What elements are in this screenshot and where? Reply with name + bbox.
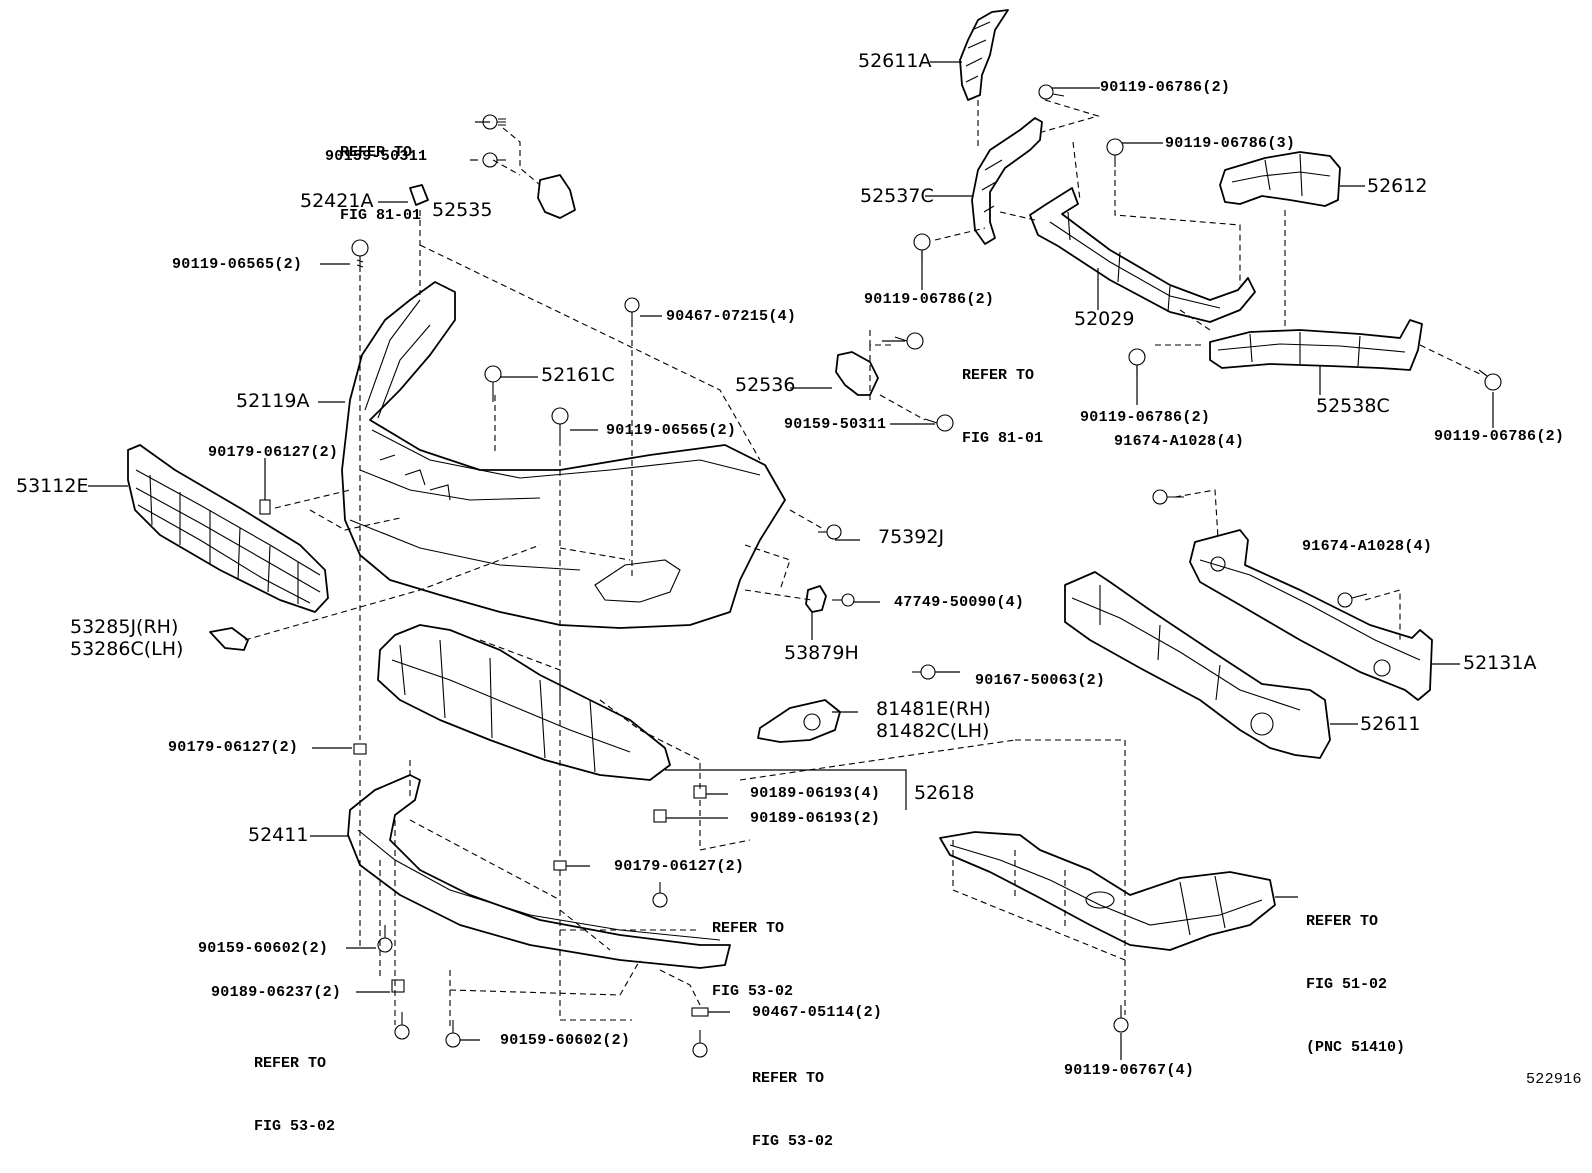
label-90119-06786-2-b: 90119-06786(2) <box>864 291 995 308</box>
label-53112E: 53112E <box>16 475 89 497</box>
part-52029-shape <box>1029 187 1256 323</box>
part-53879H-shape <box>805 585 827 613</box>
label-90119-06565-2-b: 90119-06565(2) <box>606 422 737 439</box>
part-52538C-shape <box>1209 319 1423 371</box>
assembly-lines <box>244 99 1483 1030</box>
label-52421A: 52421A <box>300 190 374 212</box>
refer-line-2: FIG 53-02 <box>254 1118 336 1135</box>
label-90119-06786-2-a: 90119-06786(2) <box>1100 79 1231 96</box>
part-52537C-shape <box>971 117 1043 245</box>
label-52029: 52029 <box>1074 308 1135 330</box>
label-90119-06786-3: 90119-06786(3) <box>1165 135 1296 152</box>
label-90189-06237-2: 90189-06237(2) <box>211 984 342 1001</box>
part-53112E-shape <box>127 444 329 613</box>
part-52618-shape <box>377 624 671 781</box>
label-52535: 52535 <box>432 199 493 221</box>
label-90119-06786-2-d: 90119-06786(2) <box>1434 428 1565 445</box>
diagram-id: 522916 <box>1526 1071 1582 1088</box>
label-90119-06786-2-c: 90119-06786(2) <box>1080 409 1211 426</box>
label-90119-06565-2-a: 90119-06565(2) <box>172 256 303 273</box>
label-90189-06193-4: 90189-06193(4) <box>750 785 881 802</box>
label-53285J-rh: 53285J(RH) <box>70 616 179 638</box>
part-52421A-shape <box>409 184 429 206</box>
refer-line-1: REFER TO <box>752 1070 825 1087</box>
label-90159-60602-2-a: 90159-60602(2) <box>198 940 329 957</box>
refer-note-fig-53-02-a[interactable]: REFER TO FIG 53-02 <box>712 876 793 1023</box>
refer-line-2: FIG 53-02 <box>752 1133 834 1150</box>
label-91674-A1028-4-b: 91674-A1028(4) <box>1302 538 1433 555</box>
refer-line-3: (PNC 51410) <box>1306 1039 1406 1056</box>
label-52618: 52618 <box>914 782 975 804</box>
label-90467-07215-4: 90467-07215(4) <box>666 308 797 325</box>
refer-line-2: FIG 81-01 <box>340 207 422 224</box>
refer-line-1: REFER TO <box>712 920 785 937</box>
refer-note-fig-53-02-b[interactable]: REFER TO FIG 53-02 <box>254 1011 335 1158</box>
part-52612-shape <box>1219 151 1341 207</box>
label-52611: 52611 <box>1360 713 1421 735</box>
part-51410-undercover-shape <box>939 831 1276 951</box>
label-90159-60602-2-b: 90159-60602(2) <box>500 1032 631 1049</box>
parts-diagram <box>88 9 1502 1060</box>
label-75392J: 75392J <box>878 526 945 548</box>
refer-line-2: FIG 81-01 <box>962 430 1044 447</box>
label-52131A: 52131A <box>1463 652 1537 674</box>
refer-line-1: REFER TO <box>1306 913 1379 930</box>
label-81481E-rh: 81481E(RH) <box>876 698 991 720</box>
refer-note-fig-81-01-a[interactable]: REFER TO FIG 81-01 <box>340 100 421 247</box>
refer-line-1: REFER TO <box>962 367 1035 384</box>
part-52611-shape <box>1064 571 1331 759</box>
label-53879H: 53879H <box>784 642 859 664</box>
label-90119-06767-4: 90119-06767(4) <box>1064 1062 1195 1079</box>
label-90179-06127-2-b: 90179-06127(2) <box>168 739 299 756</box>
part-81481E-shape <box>757 699 841 743</box>
label-90159-50311-a: 90159-50311 <box>325 148 428 165</box>
label-90467-05114-2: 90467-05114(2) <box>752 1004 883 1021</box>
part-52411-shape <box>347 774 731 969</box>
part-52535-shape <box>537 174 576 219</box>
label-90167-50063-2: 90167-50063(2) <box>975 672 1106 689</box>
label-91674-A1028-4-a: 91674-A1028(4) <box>1114 433 1245 450</box>
refer-line-1: REFER TO <box>254 1055 327 1072</box>
part-52119A-shape <box>341 281 786 629</box>
label-52538C: 52538C <box>1316 395 1390 417</box>
refer-line-2: FIG 51-02 <box>1306 976 1388 993</box>
label-52411: 52411 <box>248 824 309 846</box>
label-52611A: 52611A <box>858 50 932 72</box>
label-52612: 52612 <box>1367 175 1428 197</box>
refer-line-2: FIG 53-02 <box>712 983 794 1000</box>
leader-lines <box>88 61 1494 1060</box>
label-53286C-lh: 53286C(LH) <box>70 638 184 660</box>
refer-note-fig-53-02-c[interactable]: REFER TO FIG 53-02 <box>752 1026 833 1173</box>
label-52161C: 52161C <box>541 364 615 386</box>
refer-note-fig-51-02[interactable]: REFER TO FIG 51-02 (PNC 51410) <box>1306 869 1405 1079</box>
label-90179-06127-2-a: 90179-06127(2) <box>208 444 339 461</box>
label-90159-50311-b: 90159-50311 <box>784 416 887 433</box>
fasteners <box>259 84 1502 1058</box>
label-47749-50090-4: 47749-50090(4) <box>894 594 1025 611</box>
part-52131A-shape <box>1189 529 1433 701</box>
label-52536: 52536 <box>735 374 796 396</box>
part-52536-shape <box>835 351 879 396</box>
label-52537C: 52537C <box>860 185 934 207</box>
label-90179-06127-2-c: 90179-06127(2) <box>614 858 745 875</box>
label-90189-06193-2: 90189-06193(2) <box>750 810 881 827</box>
part-53285J-shape <box>209 627 249 651</box>
label-52119A: 52119A <box>236 390 310 412</box>
part-52611A-shape <box>959 9 1009 101</box>
refer-line-1: REFER TO <box>340 144 413 161</box>
label-81482C-lh: 81482C(LH) <box>876 720 990 742</box>
refer-note-fig-81-01-b[interactable]: REFER TO FIG 81-01 <box>962 323 1043 470</box>
